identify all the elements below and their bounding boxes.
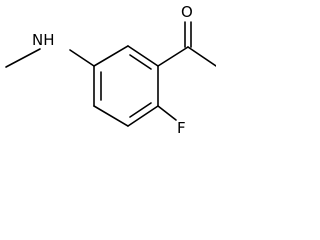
ring-bond-c4-c5 [127, 105, 159, 127]
benzene-ring [93, 45, 159, 127]
ring-bond-c5-c6 [93, 105, 129, 127]
ring-bond-c1-c2 [93, 45, 129, 67]
molecule-structure: O NH F [5, 3, 216, 137]
methylamino-group: NH [5, 31, 95, 68]
bond-ring-to-nitrogen [69, 49, 95, 67]
ring-bond-c2-c3 [127, 45, 159, 67]
bond-nitrogen-to-methyl [5, 48, 41, 68]
fluoro-group: F [157, 105, 186, 137]
bond-carbonyl-to-methyl [187, 46, 216, 67]
ring-double-bond-c2-c3 [129, 54, 152, 70]
oxygen-atom-label: O [181, 3, 193, 21]
acetyl-group: O [157, 3, 216, 67]
amine-atom-label: NH [32, 31, 55, 49]
bond-ring-to-fluorine [157, 105, 177, 121]
fluorine-atom-label: F [177, 119, 186, 137]
ring-double-bond-c4-c5 [129, 102, 152, 118]
bond-ring-to-carbonyl [157, 46, 189, 67]
